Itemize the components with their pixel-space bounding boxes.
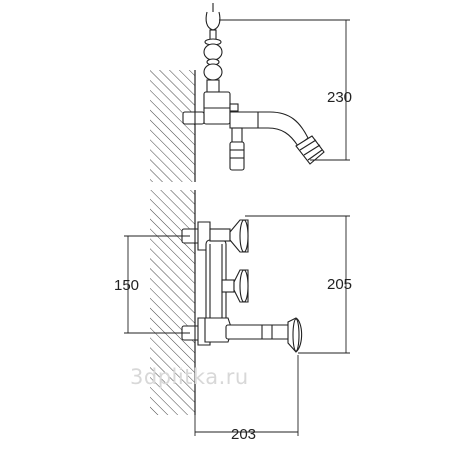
- upper-side-view: [182, 3, 325, 171]
- dimension-150: [124, 235, 190, 334]
- upper-valve-stem: [231, 127, 243, 143]
- dimension-205: [245, 215, 350, 354]
- shower-holder-hook: [205, 11, 221, 31]
- dimension-205-label: 205: [327, 276, 352, 293]
- upper-inlet: [182, 111, 205, 125]
- lower-spout: [225, 324, 291, 340]
- upper-wall-section: [150, 70, 196, 182]
- dimension-230-label: 230: [327, 89, 352, 106]
- dimension-230: [219, 19, 350, 161]
- dimension-203-label: 203: [231, 426, 256, 443]
- spout-nozzle: [295, 135, 325, 165]
- rod-bead-1: [203, 43, 223, 61]
- dimension-203: [194, 340, 299, 436]
- watermark: 3dplitka.ru: [130, 365, 249, 389]
- rod-bead-2: [203, 63, 223, 81]
- dimension-150-label: 150: [114, 277, 139, 294]
- lower-front-view: [181, 219, 303, 353]
- lower-wall-section: [150, 190, 196, 415]
